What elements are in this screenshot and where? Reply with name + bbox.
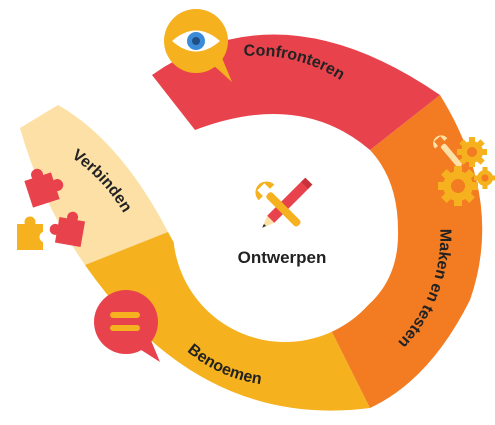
chat-bubble-icon	[94, 290, 160, 362]
wrench-gears-icon	[433, 135, 495, 206]
center-label: Ontwerpen	[238, 248, 327, 267]
center-hole	[173, 118, 397, 342]
puzzle-pieces-icon	[17, 168, 86, 250]
eye-speech-bubble-icon	[164, 9, 232, 82]
pencil-wrench-icon	[255, 177, 313, 228]
segment-verbinden	[20, 105, 168, 265]
